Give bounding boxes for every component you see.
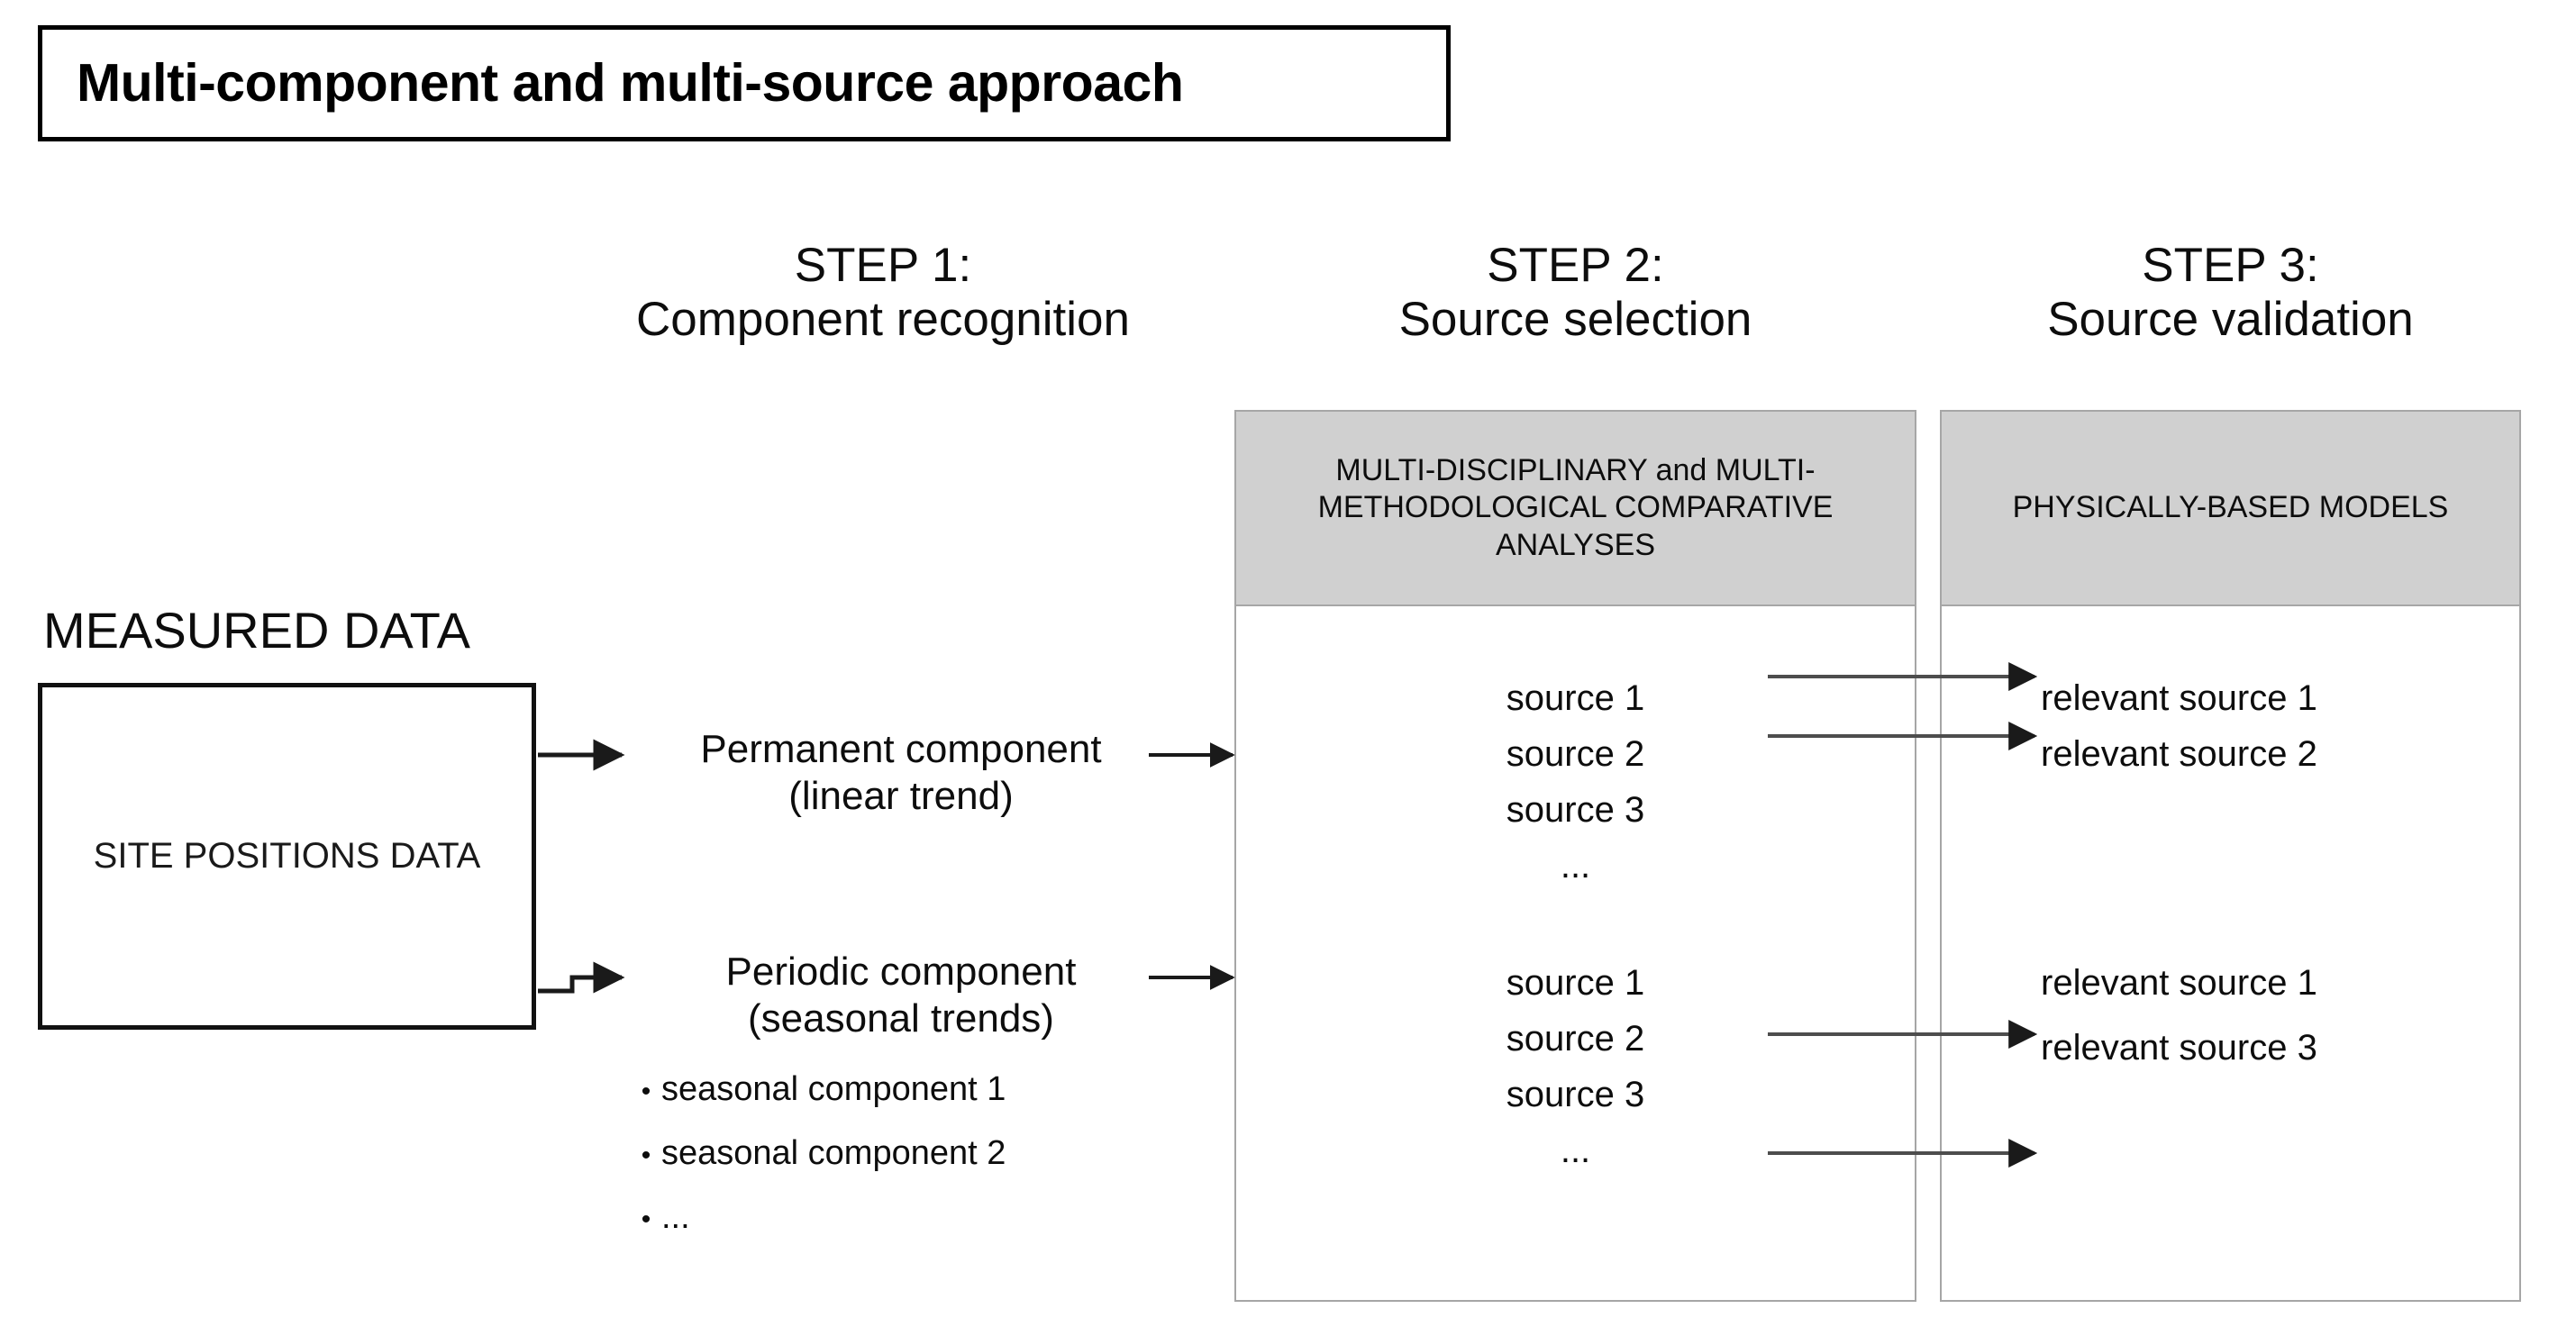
list-item: source 2 [1506,1019,1645,1059]
step-3-panel-header: PHYSICALLY-BASED MODELS [1942,412,2519,606]
permanent-component-label: Permanent component (linear trend) [622,726,1180,820]
list-item: source 1 [1506,678,1645,718]
bullet-icon: • [641,1141,651,1170]
list-item: ... [1560,1131,1591,1170]
list-item: relevant source 1 [2041,963,2317,1003]
measured-data-label: MEASURED DATA [43,602,470,659]
list-item: source 2 [1506,734,1645,774]
step-2-source-group-top: source 1 source 2 source 3 ... [1236,680,1915,904]
list-item: source 1 [1506,963,1645,1003]
step-2-panel-header: MULTI-DISCIPLINARY and MULTI-METHODOLOGI… [1236,412,1915,606]
list-item: source 3 [1506,1075,1645,1114]
site-positions-data-box: SITE POSITIONS DATA [38,683,536,1030]
list-item-label: seasonal component 1 [661,1070,1006,1108]
step-2-panel-body: source 1 source 2 source 3 ... source 1 … [1236,606,1915,1300]
list-item: • seasonal component 2 [631,1136,1207,1181]
list-item: • seasonal component 1 [631,1072,1207,1117]
list-item: • ... [631,1200,1207,1245]
step-1-name: Component recognition [635,293,1130,347]
step-3-name: Source validation [2047,293,2414,347]
periodic-component-label: Periodic component (seasonal trends) [622,949,1180,1042]
seasonal-components-list: • seasonal component 1 • seasonal compon… [631,1072,1207,1264]
list-item-label: ... [661,1198,690,1236]
periodic-component-line-2: (seasonal trends) [748,995,1054,1041]
list-item: relevant source 2 [2041,734,2317,774]
bullet-icon: • [641,1077,651,1106]
step-2-heading: STEP 2: Source selection [1234,239,1916,348]
site-positions-data-label: SITE POSITIONS DATA [93,836,481,876]
step-1-number: STEP 1: [794,239,972,292]
list-item: source 3 [1506,790,1645,830]
periodic-component-line-1: Periodic component [725,950,1077,994]
arrow-measured-to-periodic [538,961,625,994]
title-box: Multi-component and multi-source approac… [38,25,1451,141]
step-3-heading: STEP 3: Source validation [1940,239,2521,348]
permanent-component-line-2: (linear trend) [788,773,1014,818]
list-item: relevant source 1 [2041,678,2317,718]
step-2-source-group-bottom: source 1 source 2 source 3 ... [1236,965,1915,1188]
step-2-number: STEP 2: [1487,239,1664,292]
list-item-label: seasonal component 2 [661,1134,1006,1172]
step-2-panel: MULTI-DISCIPLINARY and MULTI-METHODOLOGI… [1234,410,1916,1302]
permanent-component-line-1: Permanent component [700,727,1102,771]
step-3-panel-body: relevant source 1 relevant source 2 rele… [1942,606,2519,1300]
step-1-heading: STEP 1: Component recognition [559,239,1207,348]
list-item: relevant source 3 [2041,1028,2317,1068]
page-title: Multi-component and multi-source approac… [77,53,1184,113]
list-item: ... [1560,846,1591,886]
step-2-name: Source selection [1398,293,1752,347]
bullet-icon: • [641,1204,651,1234]
step-3-panel: PHYSICALLY-BASED MODELS relevant source … [1940,410,2521,1302]
step-3-number: STEP 3: [2142,239,2319,292]
